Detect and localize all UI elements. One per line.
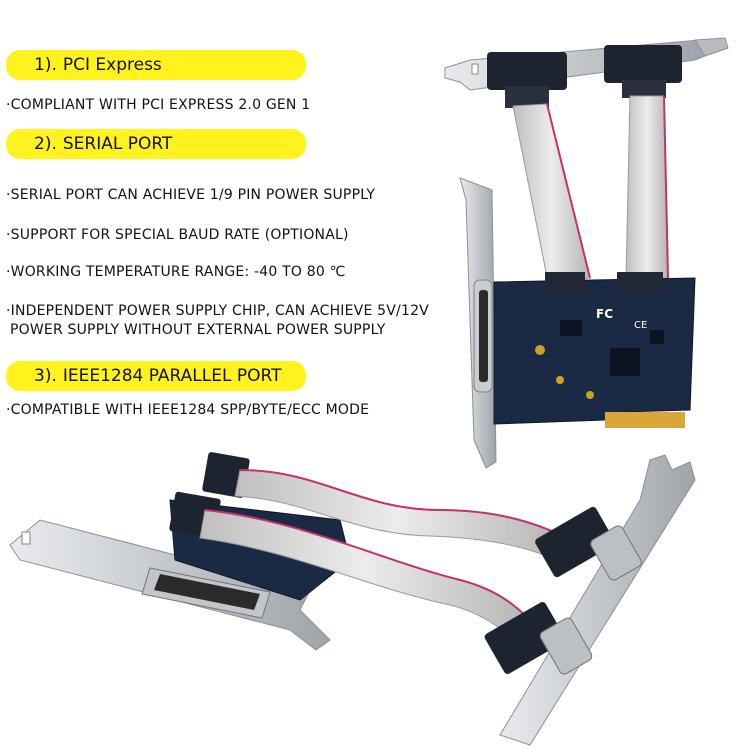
bullet-power-chip: ·INDEPENDENT POWER SUPPLY CHIP, CAN ACHI… bbox=[6, 302, 429, 340]
bullet-power-chip-line2: POWER SUPPLY WITHOUT EXTERNAL POWER SUPP… bbox=[10, 322, 386, 338]
fc-mark: FC bbox=[596, 307, 613, 321]
section-banner-pci-express: 1). PCI Express bbox=[6, 50, 306, 80]
bullet-temperature: ·WORKING TEMPERATURE RANGE: -40 TO 80 ℃ bbox=[6, 264, 346, 280]
bullet-serial-power: ·SERIAL PORT CAN ACHIEVE 1/9 PIN POWER S… bbox=[6, 187, 376, 203]
bullet-ieee1284-compat: ·COMPATIBLE WITH IEEE1284 SPP/BYTE/ECC M… bbox=[6, 402, 370, 418]
pcie-gold-fingers bbox=[605, 412, 685, 428]
lower-db9-connector-upper bbox=[535, 506, 642, 581]
section-banner-serial-port: 2). SERIAL PORT bbox=[6, 129, 306, 159]
section-number: 1). bbox=[34, 55, 57, 75]
section-title: PCI Express bbox=[62, 55, 162, 75]
upper-db9-connector-left bbox=[487, 52, 567, 108]
upper-ribbon-cable-right bbox=[625, 95, 669, 279]
upper-parallel-bracket bbox=[459, 177, 497, 469]
bullet-pci-compliance: ·COMPLIANT WITH PCI EXPRESS 2.0 GEN 1 bbox=[6, 97, 311, 113]
bullet-baud-rate: ·SUPPORT FOR SPECIAL BAUD RATE (OPTIONAL… bbox=[6, 227, 349, 243]
ce-mark: CE bbox=[634, 320, 647, 331]
bullet-power-chip-line1: ·INDEPENDENT POWER SUPPLY CHIP, CAN ACHI… bbox=[6, 303, 429, 319]
lower-db9-connector-lower bbox=[484, 602, 593, 675]
lower-serial-bracket bbox=[499, 454, 696, 746]
section-number: 3). bbox=[34, 366, 57, 386]
section-banner-parallel-port: 3). IEEE1284 PARALLEL PORT bbox=[6, 361, 306, 391]
section-title: IEEE1284 PARALLEL PORT bbox=[62, 366, 282, 386]
upper-db9-connector-right bbox=[604, 45, 682, 98]
lower-db25-connector bbox=[141, 567, 271, 619]
upper-pcb-board: FC CE bbox=[493, 272, 696, 428]
section-title: SERIAL PORT bbox=[62, 134, 173, 154]
upper-ribbon-cable-left bbox=[512, 103, 591, 283]
section-number: 2). bbox=[34, 134, 57, 154]
